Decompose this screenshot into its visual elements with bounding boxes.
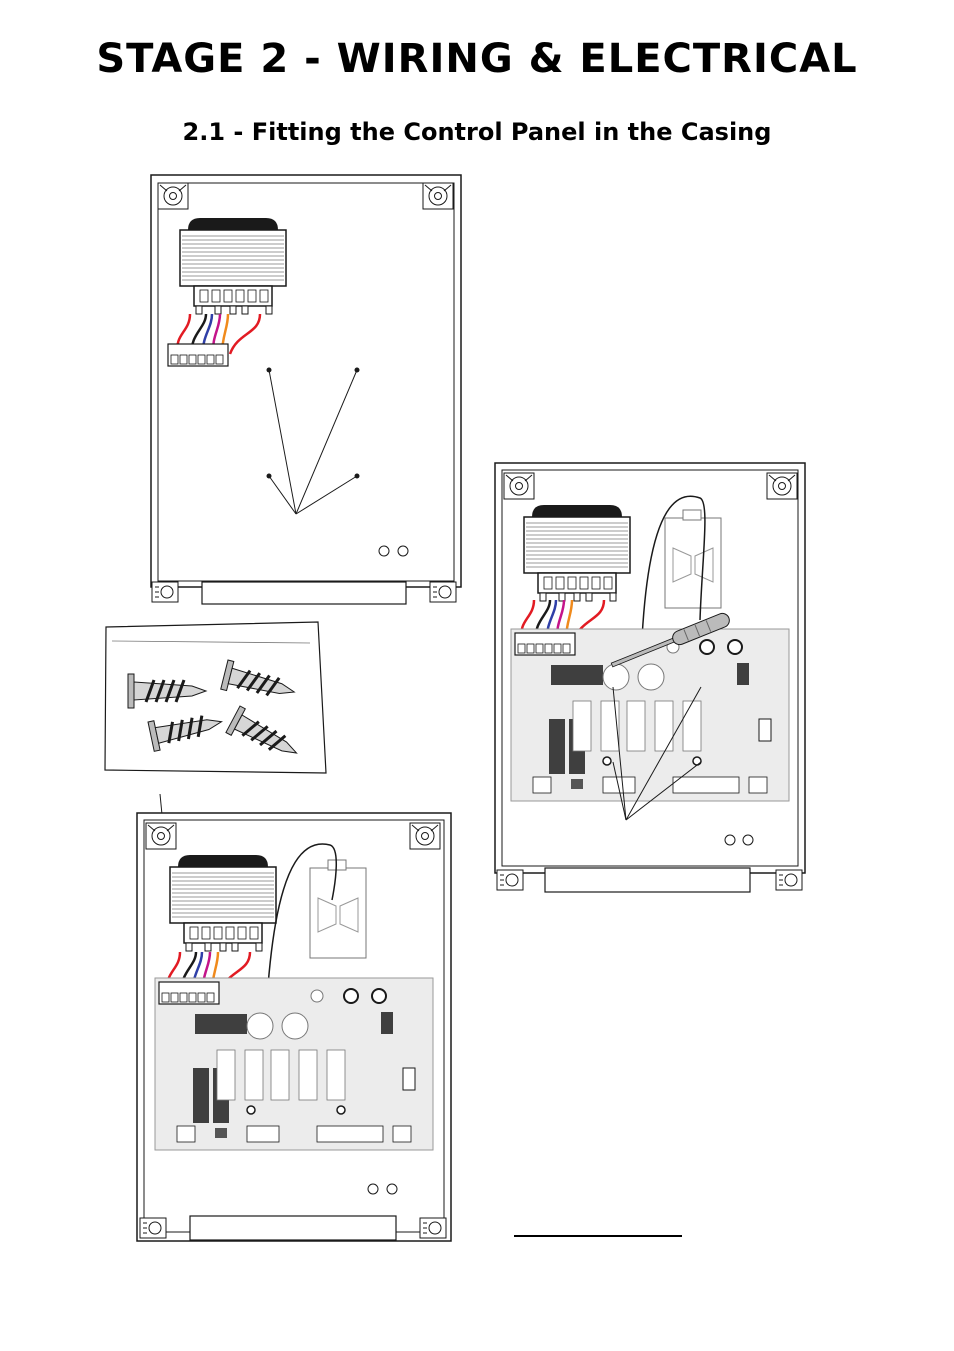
screw-pack xyxy=(104,621,327,1001)
screw xyxy=(127,673,208,709)
section-divider xyxy=(514,1235,682,1237)
screw xyxy=(220,659,296,697)
screw xyxy=(225,705,298,754)
casing-screwdriver-step xyxy=(494,462,806,893)
screwdriver xyxy=(610,612,730,668)
casing-empty xyxy=(150,174,462,605)
casing-board-fitted xyxy=(136,812,452,1242)
screw xyxy=(147,715,223,752)
page-title: STAGE 2 - WIRING & ELECTRICAL xyxy=(96,36,858,82)
section-heading: 2.1 - Fitting the Control Panel in the C… xyxy=(182,118,772,146)
